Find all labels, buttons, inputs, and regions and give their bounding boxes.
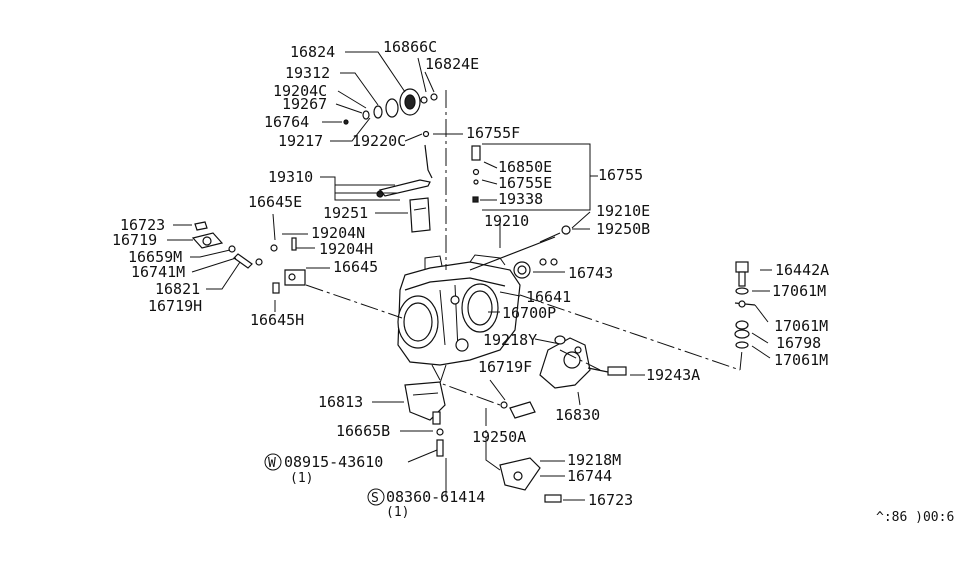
throttle-linkage xyxy=(500,335,627,419)
label-19250B: 19250B xyxy=(596,220,650,238)
label-16764: 16764 xyxy=(264,113,309,131)
label-16645H: 16645H xyxy=(250,311,304,329)
label-19204H: 19204H xyxy=(319,240,373,258)
lower-bracket-assembly xyxy=(404,381,446,457)
part-labels: 16824 16866C 16824E 19312 19204C 19267 1… xyxy=(112,38,954,525)
label-16755: 16755 xyxy=(598,166,643,184)
label-19218M: 19218M xyxy=(567,451,621,469)
label-19310: 19310 xyxy=(268,168,313,186)
label-08360-qty: (1) xyxy=(386,505,409,520)
label-19338: 19338 xyxy=(498,190,543,208)
label-16665B: 16665B xyxy=(336,422,390,440)
label-19243A: 19243A xyxy=(646,366,700,384)
label-16723-b: 16723 xyxy=(588,491,633,509)
label-08360-prefix: S xyxy=(371,491,379,506)
label-16866C: 16866C xyxy=(383,38,437,56)
label-17061M-b: 17061M xyxy=(774,317,828,335)
label-16641: 16641 xyxy=(526,288,571,306)
label-16821: 16821 xyxy=(155,280,200,298)
label-19251: 19251 xyxy=(323,204,368,222)
label-16824E: 16824E xyxy=(425,55,479,73)
label-08915-43610: 08915-43610 xyxy=(284,453,383,471)
label-16744: 16744 xyxy=(567,467,612,485)
choke-top-assembly xyxy=(343,88,571,279)
carburetor-body xyxy=(397,254,521,366)
label-19218Y: 19218Y xyxy=(483,331,537,349)
label-16798: 16798 xyxy=(776,334,821,352)
label-17061M-c: 17061M xyxy=(774,351,828,369)
label-08360-61414: 08360-61414 xyxy=(386,488,485,506)
label-16719F: 16719F xyxy=(478,358,532,376)
label-16850E: 16850E xyxy=(498,158,552,176)
label-16645: 16645 xyxy=(333,258,378,276)
label-19220C: 19220C xyxy=(352,132,406,150)
label-19204N: 19204N xyxy=(311,224,365,242)
lower-right-plate xyxy=(499,457,562,503)
label-16719: 16719 xyxy=(112,231,157,249)
label-16645E: 16645E xyxy=(248,193,302,211)
label-16659M: 16659M xyxy=(128,248,182,266)
label-16700P: 16700P xyxy=(502,304,556,322)
label-16755F: 16755F xyxy=(466,124,520,142)
leader-lines xyxy=(167,51,772,501)
label-16824: 16824 xyxy=(290,43,335,61)
label-16723-a: 16723 xyxy=(120,216,165,234)
label-17061M-a: 17061M xyxy=(772,282,826,300)
label-19312: 19312 xyxy=(285,64,330,82)
label-19210: 19210 xyxy=(484,212,529,230)
bolt-stack xyxy=(734,261,756,349)
label-08915-prefix: W xyxy=(268,456,276,471)
label-19267: 19267 xyxy=(282,95,327,113)
label-19250A: 19250A xyxy=(472,428,526,446)
label-16719H: 16719H xyxy=(148,297,202,315)
label-16741M: 16741M xyxy=(131,263,185,281)
label-08915-qty: (1) xyxy=(290,471,313,486)
label-16830: 16830 xyxy=(555,406,600,424)
label-16442A: 16442A xyxy=(775,261,829,279)
label-16743: 16743 xyxy=(568,264,613,282)
label-16755E: 16755E xyxy=(498,174,552,192)
label-19210E: 19210E xyxy=(596,202,650,220)
s-prefix-circle xyxy=(367,488,385,506)
label-19204C: 19204C xyxy=(273,82,327,100)
w-prefix-circle xyxy=(264,453,282,471)
label-19217: 19217 xyxy=(278,132,323,150)
label-16813: 16813 xyxy=(318,393,363,411)
drawing-code: ^:86 )00:6 xyxy=(876,510,954,525)
left-assembly xyxy=(191,221,306,294)
dashed-center-lines xyxy=(305,90,743,440)
